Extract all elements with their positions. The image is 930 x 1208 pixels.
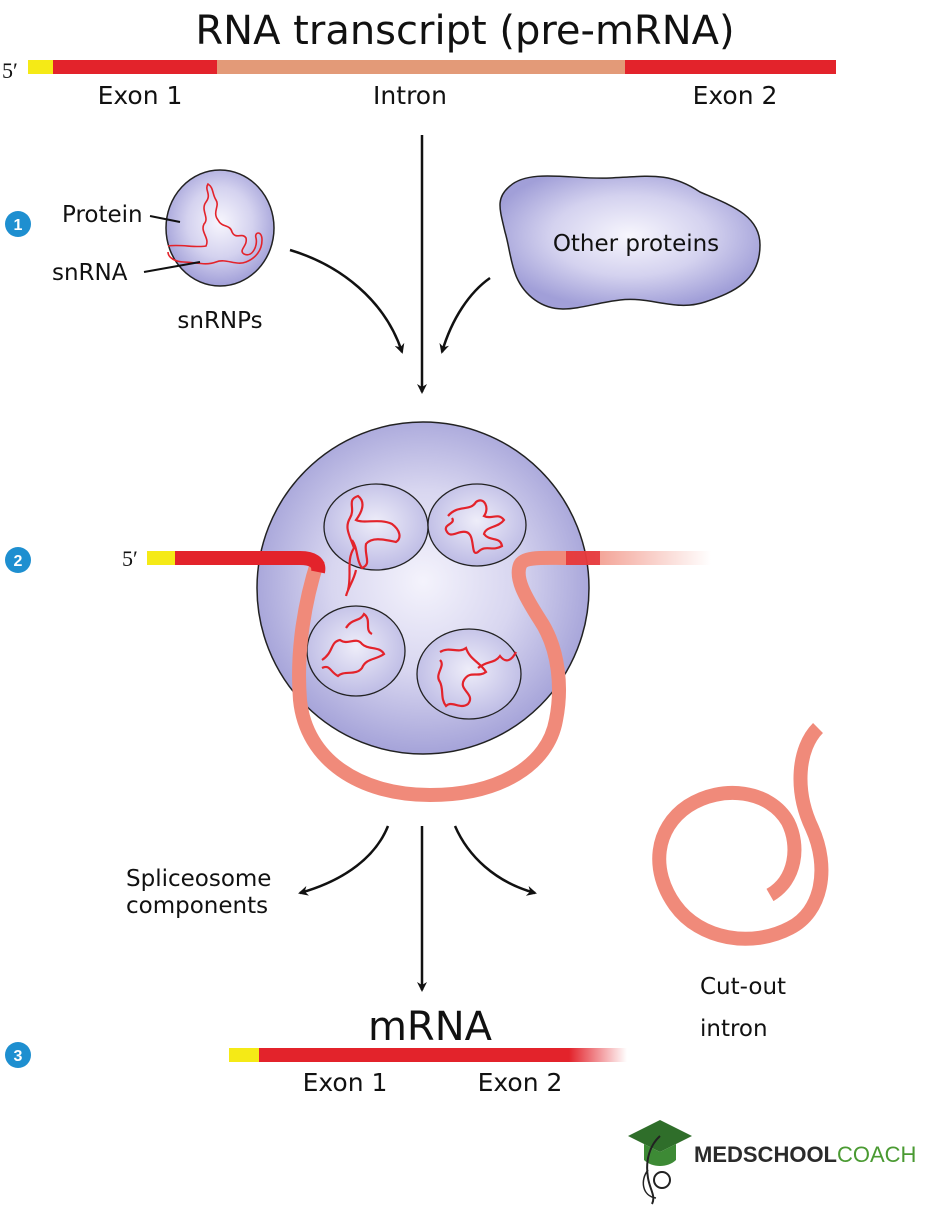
five-prime-label-step2: 5′ [122,546,138,571]
snrnp-particle [165,169,275,287]
five-prime-label-top: 5′ [2,58,18,83]
cut-out-intron-label: Cut-out intron [700,974,793,1042]
brand-name: MEDSCHOOLCOACH [694,1142,916,1167]
snrnp-subunit-3 [306,605,406,697]
five-prime-cap-top [28,60,53,74]
snrna-leader-line [143,261,201,273]
step-2-badge: 2 [5,547,31,573]
svg-text:3: 3 [14,1048,23,1065]
five-prime-cap-step2 [147,551,175,565]
exon2-strand-step2 [566,551,711,565]
to-intron-arrow [453,825,537,896]
five-prime-cap-mrna [229,1048,259,1062]
mrna-strand-fade [569,1048,627,1062]
intron-label: Intron [373,81,447,110]
snrna-strand-2 [444,499,506,555]
to-components-arrow [298,825,390,896]
diagram-title: RNA transcript (pre-mRNA) [195,8,734,54]
snrna-tail [344,569,358,597]
mrna-strand [259,1048,569,1062]
exon2-label-mrna: Exon 2 [478,1068,563,1097]
svg-text:2: 2 [14,553,23,570]
intron-loop [292,550,569,803]
svg-text:1: 1 [14,217,23,234]
snrnps-label: snRNPs [177,308,262,334]
graduation-cap-icon [628,1120,692,1205]
mrna-label: mRNA [368,1004,493,1050]
proteins-to-spliceosome-arrow [439,276,491,354]
step-1-badge: 1 [5,211,31,237]
step-3-badge: 3 [5,1042,31,1068]
snrnp-subunit-1 [323,483,429,571]
snrna-strand-3 [321,612,386,678]
snrna-label: snRNA [52,260,128,286]
other-proteins-label: Other proteins [553,231,719,257]
intron-segment [217,60,625,74]
cut-out-intron-lariat [652,723,829,946]
snrna-strand-1 [346,494,401,591]
snrnp-subunit-4 [416,628,522,720]
exon2-label-top: Exon 2 [693,81,778,110]
exon2-segment [625,60,836,74]
medschoolcoach-logo: MEDSCHOOLCOACH [628,1120,916,1205]
spliceosome-components-label: Spliceosome components [126,866,279,919]
snrna-strand-small [167,182,263,265]
snrnp-to-spliceosome-arrow [289,248,405,354]
other-proteins-blob [499,175,761,310]
protein-leader-line [149,215,181,223]
exon1-label-mrna: Exon 1 [303,1068,388,1097]
exon1-segment [53,60,217,74]
protein-label: Protein [62,202,143,228]
exon1-strand-step2 [175,551,326,574]
snrna-strand-4 [437,646,517,708]
exon1-label-top: Exon 1 [98,81,183,110]
